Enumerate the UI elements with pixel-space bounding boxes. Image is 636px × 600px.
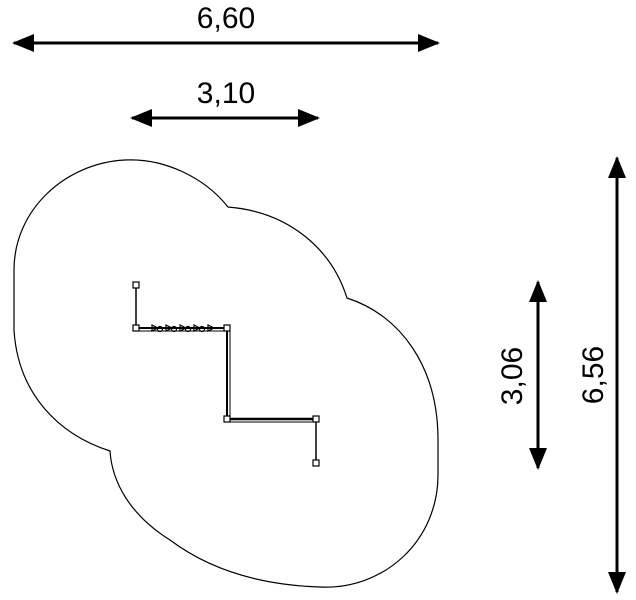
- overall-width-label: 6,60: [197, 2, 255, 35]
- post-marker: [312, 459, 320, 467]
- post-marker: [132, 281, 140, 289]
- safety-zone-outline: [13, 159, 439, 588]
- overall-height-label: 6,56: [577, 346, 610, 404]
- play-equipment: [132, 281, 320, 467]
- stepping-elements: [151, 324, 216, 333]
- post-marker: [223, 415, 231, 423]
- post-marker: [132, 324, 140, 332]
- inner-height-label: 3,06: [496, 347, 529, 405]
- post-marker: [312, 415, 320, 423]
- overall-height-dimension: 6,56: [577, 156, 626, 594]
- inner-width-dimension: 3,10: [130, 77, 320, 127]
- overall-width-dimension: 6,60: [12, 2, 440, 52]
- inner-height-dimension: 3,06: [496, 280, 547, 470]
- post-marker: [223, 324, 231, 332]
- inner-width-label: 3,10: [197, 77, 255, 110]
